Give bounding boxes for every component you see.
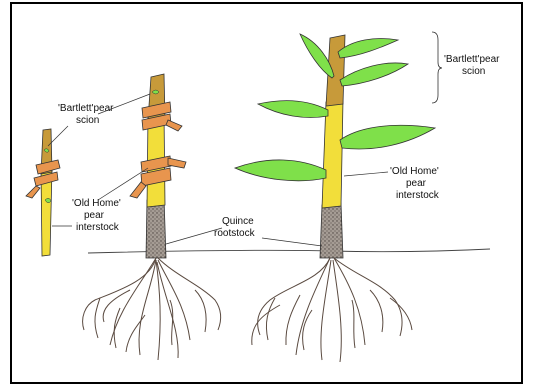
label-scion-right-line2: scion — [462, 66, 485, 77]
label-interstock-small-line3: interstock — [76, 222, 120, 233]
small-graft — [26, 129, 60, 256]
middle-tape — [168, 158, 186, 168]
label-interstock-right-line3: interstock — [396, 190, 440, 201]
right-rootstock — [320, 203, 343, 258]
leaf — [338, 39, 398, 59]
scion-bracket — [432, 32, 442, 103]
small-tape — [26, 186, 40, 198]
label-rootstock-line1: Quince — [222, 216, 254, 227]
right-roots — [252, 258, 412, 362]
label-interstock-right-line2: pear — [406, 178, 427, 189]
label-rootstock-line2: rootstock — [214, 228, 256, 239]
leaf — [235, 160, 326, 181]
label-interstock-right-line1: 'Old Home' — [390, 166, 439, 177]
label-scion-right-line1: 'Bartlett'pear — [444, 54, 500, 65]
middle-tape — [166, 120, 182, 131]
label-scion-small-line1: 'Bartlett'pear — [58, 103, 114, 114]
label-scion-small-line2: scion — [76, 115, 99, 126]
leader-line — [344, 172, 388, 176]
leaf — [340, 125, 435, 149]
leaf — [340, 63, 408, 86]
middle-tape — [130, 182, 146, 198]
leaf — [258, 101, 328, 118]
label-interstock-small-line1: 'Old Home' — [72, 198, 121, 209]
label-interstock-small-line2: pear — [84, 210, 105, 221]
middle-roots — [83, 258, 221, 360]
leader-line — [262, 238, 322, 246]
